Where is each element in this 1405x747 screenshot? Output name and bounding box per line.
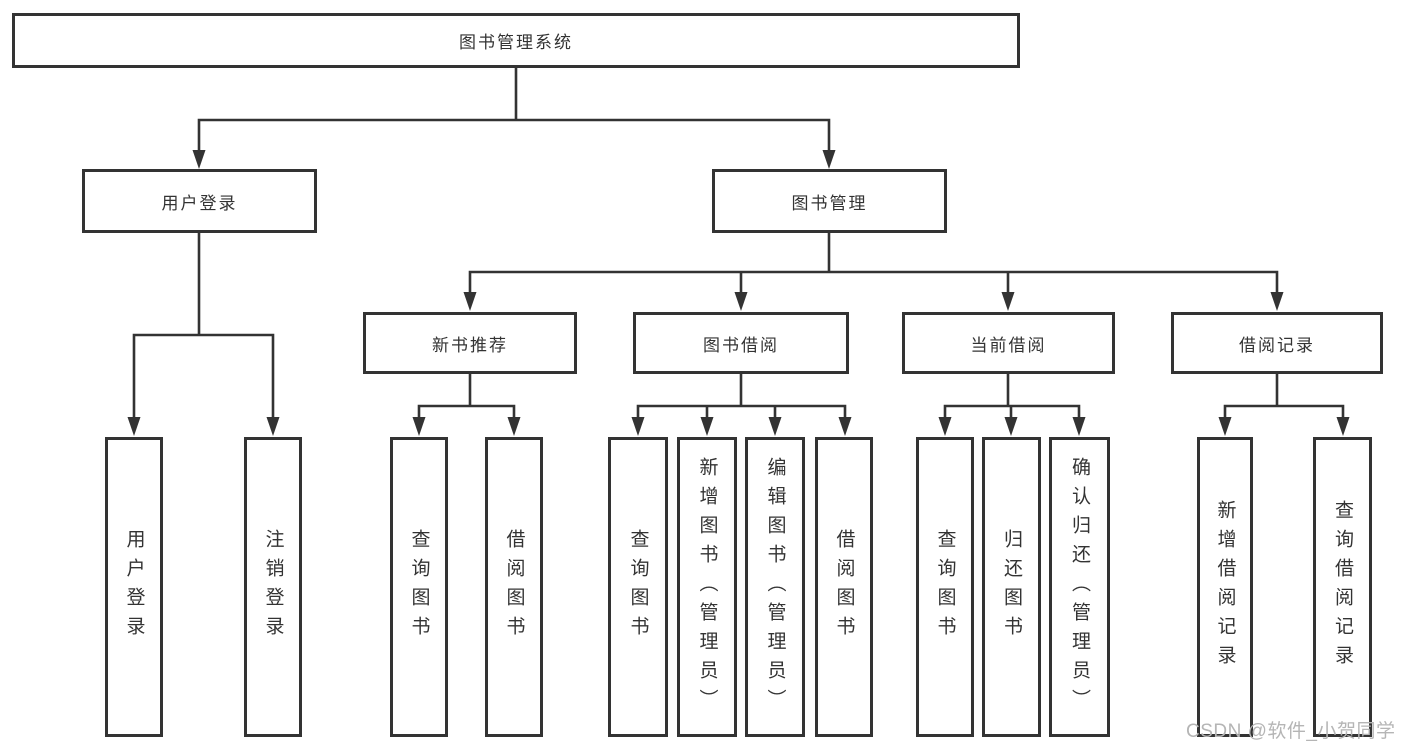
leaf-confirm-return-admin: 确认归还（管理员） — [1049, 437, 1110, 737]
leaf-query-borrow-record: 查询借阅记录 — [1313, 437, 1372, 737]
leaf-recommend-query-books: 查询图书 — [390, 437, 448, 737]
leaf-recommend-borrow-books: 借阅图书 — [485, 437, 543, 737]
leaf-add-borrow-record: 新增借阅记录 — [1197, 437, 1253, 737]
node-book-borrow: 图书借阅 — [633, 312, 849, 374]
node-current-borrow: 当前借阅 — [902, 312, 1115, 374]
leaf-add-books-admin-label: 新增图书（管理员） — [696, 456, 718, 718]
leaf-return-books-label: 归还图书 — [1001, 529, 1022, 645]
leaf-edit-books-admin: 编辑图书（管理员） — [745, 437, 805, 737]
leaf-query-borrow-record-label: 查询借阅记录 — [1332, 500, 1353, 674]
leaf-confirm-return-admin-label: 确认归还（管理员） — [1069, 456, 1090, 718]
leaf-return-books: 归还图书 — [982, 437, 1041, 737]
leaf-user-login: 用户登录 — [105, 437, 163, 737]
leaf-edit-books-admin-label: 编辑图书（管理员） — [764, 456, 786, 718]
leaf-borrow-books-label: 借阅图书 — [833, 529, 855, 645]
leaf-add-books-admin: 新增图书（管理员） — [677, 437, 737, 737]
leaf-add-borrow-record-label: 新增借阅记录 — [1214, 500, 1236, 674]
leaf-borrow-query-books-label: 查询图书 — [627, 529, 649, 645]
csdn-watermark: CSDN @软件_小贺同学 — [1186, 721, 1396, 742]
leaf-recommend-query-books-label: 查询图书 — [408, 529, 430, 645]
leaf-logout: 注销登录 — [244, 437, 302, 737]
node-borrow-record: 借阅记录 — [1171, 312, 1383, 374]
node-book-management-group: 图书管理 — [712, 169, 947, 233]
leaf-borrow-books: 借阅图书 — [815, 437, 873, 737]
leaf-user-login-label: 用户登录 — [123, 529, 145, 645]
leaf-borrow-query-books: 查询图书 — [608, 437, 668, 737]
node-user-login-group: 用户登录 — [82, 169, 317, 233]
leaf-logout-label: 注销登录 — [262, 529, 284, 645]
leaf-current-query-books: 查询图书 — [916, 437, 974, 737]
leaf-recommend-borrow-books-label: 借阅图书 — [503, 529, 525, 645]
leaf-current-query-books-label: 查询图书 — [934, 529, 956, 645]
node-new-book-recommend: 新书推荐 — [363, 312, 577, 374]
node-root-system: 图书管理系统 — [12, 13, 1020, 68]
